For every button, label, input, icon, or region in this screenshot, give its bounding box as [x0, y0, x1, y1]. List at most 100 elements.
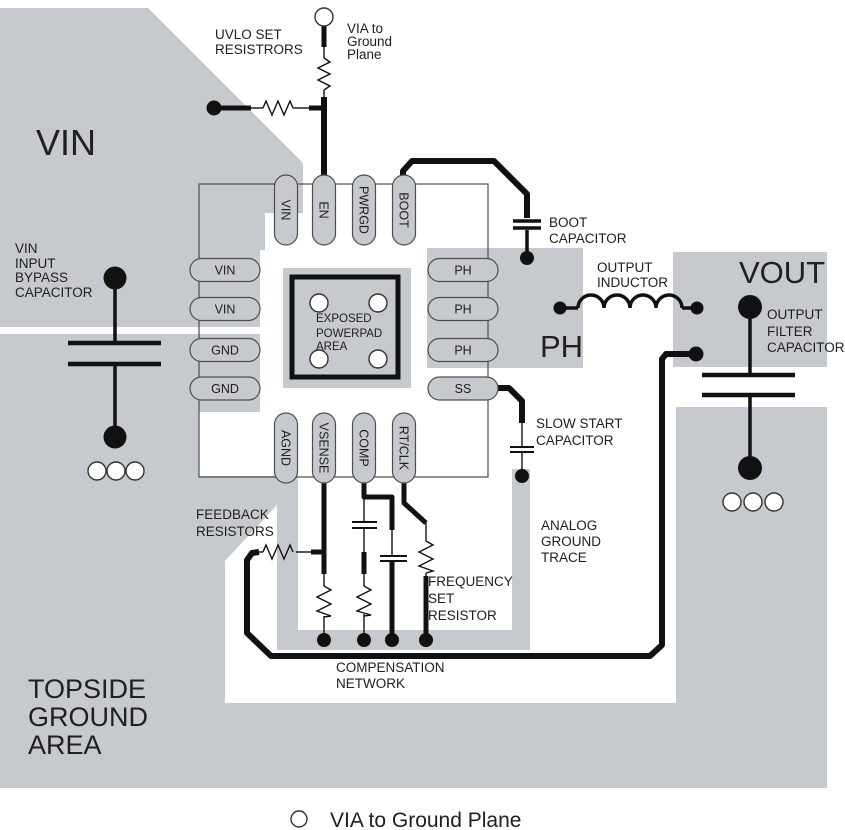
pin-label-boot: BOOT	[397, 192, 411, 228]
boot-cap-label-line2: CAPACITOR	[549, 231, 627, 246]
boot-cap-label-line1: BOOT	[549, 215, 587, 230]
powerpad-via-4	[368, 349, 388, 369]
powerpad-via-1	[309, 293, 329, 313]
inductor-left-dot	[553, 301, 567, 315]
pin-label-rtclk: RT/CLK	[397, 426, 411, 471]
output-filter-label-line1: OUTPUT	[767, 307, 823, 322]
vout-feedback-trace	[244, 351, 696, 659]
topside-label-line3: AREA	[28, 730, 102, 760]
powerpad-label-line3: AREA	[316, 341, 348, 353]
boot-cap-junction-dot	[520, 251, 534, 265]
vin-plane-label: VIN	[36, 122, 96, 163]
comp-trace	[361, 482, 395, 530]
output-cap-top-pad	[738, 295, 762, 319]
pin-label-agnd: AGND	[279, 430, 293, 466]
output-via-3	[764, 492, 784, 512]
output-cap-bottom-pad	[738, 456, 762, 480]
topside-label-line1: TOPSIDE	[28, 674, 146, 704]
powerpad-via-2	[368, 293, 388, 313]
pin-rtclk	[391, 412, 417, 484]
analog-ground-label-line2: GROUND	[541, 534, 601, 549]
bypass-cap-top-pad	[103, 266, 127, 290]
vin-bypass-label-line3: BYPASS	[15, 270, 68, 285]
pin-label-ph-2: PH	[454, 302, 471, 316]
boot-trace	[400, 158, 530, 218]
inductor-coil	[576, 293, 684, 309]
pin-vin-left1	[189, 257, 261, 283]
comp-cap2-ground-dot	[385, 633, 399, 647]
uvlo-resistor-upper-symbol	[316, 57, 332, 91]
vout-trace-junction-dot	[688, 346, 704, 362]
rtclk-trace	[401, 482, 428, 525]
pin-ph-1	[427, 257, 499, 283]
pin-agnd	[273, 412, 299, 484]
compensation-label-line2: NETWORK	[336, 676, 405, 691]
compensation-ground-band	[277, 630, 530, 650]
slowstart-ground-dot	[515, 469, 529, 483]
via-top-ground	[314, 7, 334, 27]
pin-ph-2	[427, 296, 499, 322]
slowstart-ground-band	[512, 469, 530, 650]
uvlo-resistor-lower-symbol	[262, 99, 294, 117]
pin-ph-3	[427, 337, 499, 363]
bypass-via-3	[125, 461, 145, 481]
legend-via-icon	[290, 810, 308, 828]
pin-label-vin-left1: VIN	[215, 263, 236, 277]
pin-ss	[427, 376, 499, 401]
vin-plane	[0, 8, 303, 327]
topside-label-line2: GROUND	[28, 702, 148, 732]
pin-label-vin-top: VIN	[279, 200, 293, 221]
legend-via-label: VIA to Ground Plane	[330, 809, 521, 830]
output-via-1	[722, 492, 742, 512]
frequency-resistor-symbol	[417, 540, 436, 574]
compensation-label-line1: COMPENSATION	[336, 660, 445, 675]
frequency-set-label-line1: FREQUENCY	[428, 574, 513, 589]
powerpad-label-line2: POWERPAD	[316, 328, 382, 340]
frequency-set-label-line2: SET	[428, 591, 454, 606]
via-top-label-line2: Ground	[347, 34, 392, 49]
pin-gnd-left2	[189, 376, 261, 401]
analog-ground-label-line1: ANALOG	[541, 518, 597, 533]
output-filter-label-line2: FILTER	[767, 324, 813, 339]
pin-vin-top	[273, 174, 299, 246]
output-inductor-label-line2: INDUCTOR	[597, 275, 668, 290]
feedback-label-line2: RESISTORS	[196, 524, 274, 539]
frequency-set-label-line3: RESISTOR	[428, 608, 497, 623]
slow-start-label-line2: CAPACITOR	[536, 433, 614, 448]
vin-bypass-label-line2: INPUT	[15, 256, 56, 271]
uvlo-junction-dot	[206, 100, 222, 116]
comp-resistor-symbol	[355, 585, 373, 617]
output-via-2	[743, 492, 763, 512]
vin-bypass-label-line1: VIN	[15, 241, 38, 256]
uvlo-label-line1: UVLO SET	[215, 27, 282, 42]
feedback-resistor-symbol	[262, 543, 294, 561]
powerpad-label-line1: EXPOSED	[316, 313, 372, 325]
agnd-trace-vertical	[277, 505, 298, 650]
uvlo-label-line2: RESISTRORS	[215, 42, 303, 57]
pin-vsense	[311, 412, 337, 484]
pin-vin-left2	[189, 296, 261, 322]
pin-label-ph-3: PH	[454, 343, 471, 357]
vin-bypass-label-line4: CAPACITOR	[15, 285, 93, 300]
pin-pwrgd	[351, 174, 377, 246]
slow-start-label-line1: SLOW START	[536, 416, 623, 431]
comp-ground-dot	[357, 633, 371, 647]
ph-plane-label: PH	[540, 329, 583, 364]
pin-label-vsense: VSENSE	[317, 423, 331, 474]
pin-en	[311, 174, 337, 246]
ic-outline	[198, 183, 489, 478]
via-top-label-line3: Plane	[347, 47, 382, 62]
analog-ground-label-line3: TRACE	[541, 550, 587, 565]
pin-label-gnd-left1: GND	[211, 343, 239, 357]
pin-label-comp: COMP	[357, 429, 371, 467]
vsense-resistor-symbol	[315, 585, 333, 618]
inductor-right-dot	[690, 301, 704, 315]
bypass-via-1	[87, 461, 107, 481]
vsense-ground-dot	[317, 633, 331, 647]
via-top-label-line1: VIA to	[347, 21, 383, 36]
bottom-ground-band	[0, 703, 678, 788]
vout-plane-label: VOUT	[739, 255, 825, 290]
feedback-label-line1: FEEDBACK	[196, 507, 269, 522]
